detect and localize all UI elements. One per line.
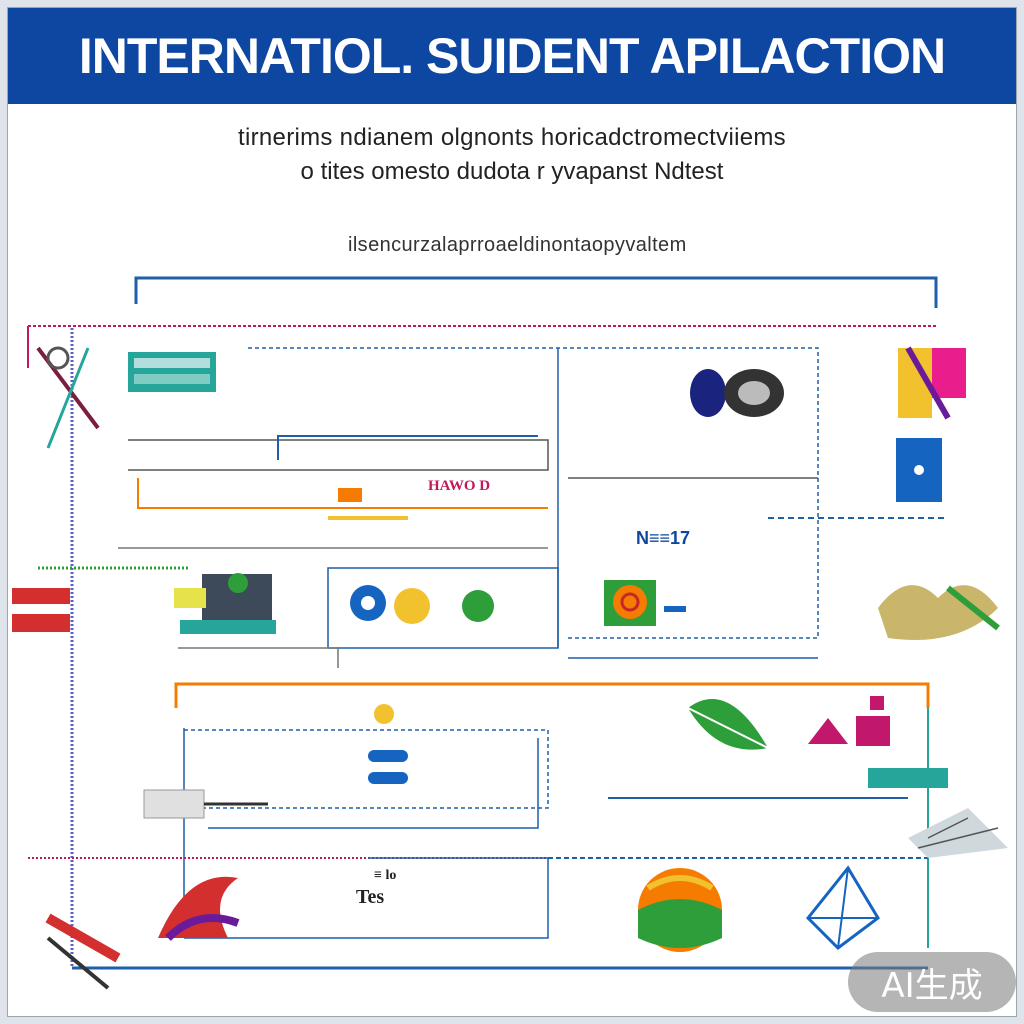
pencil-icon xyxy=(45,913,121,990)
node-label-a: HAWO D xyxy=(428,478,491,494)
globe-icon xyxy=(638,868,722,952)
square-flag-icon xyxy=(896,438,942,502)
document-icon xyxy=(128,352,216,392)
node-label-d: ≡ lo xyxy=(374,868,397,883)
inner-connector-2 xyxy=(184,857,549,939)
scissors-icon xyxy=(36,346,100,449)
flag-icon xyxy=(898,346,966,420)
lower-box-1 xyxy=(184,729,549,809)
title-bar: INTERNATIOL. SUIDENT APILACTION xyxy=(8,8,1016,104)
lower-orange-bracket xyxy=(174,682,930,708)
lock-icon xyxy=(174,573,276,634)
plant-icon xyxy=(878,585,1000,640)
connector-1 xyxy=(128,439,549,471)
red-flag-icon xyxy=(12,588,70,632)
magenta-square-icon xyxy=(856,696,890,746)
ribbon-icon xyxy=(158,876,240,941)
connector-2 xyxy=(277,435,538,460)
pen-icon xyxy=(143,789,268,819)
kite-icon xyxy=(805,865,880,950)
connector-orange xyxy=(137,478,548,509)
flow-diagram xyxy=(12,276,1008,990)
camera-icon xyxy=(690,369,784,417)
inner-connector xyxy=(208,738,539,829)
node-label-c: Tes xyxy=(356,886,385,908)
subtitle-line-1: tirnerims ndianem olgnonts horicadctrome… xyxy=(238,124,786,151)
orange-node-icon xyxy=(328,488,408,520)
spiral-icon xyxy=(604,580,686,626)
green-leaf-icon xyxy=(687,699,769,750)
top-bracket-line xyxy=(134,276,938,308)
page-title: INTERNATIOL. SUIDENT APILACTION xyxy=(78,28,946,84)
teal-bar-icon xyxy=(868,768,948,788)
node-label-b: N≡≡17 xyxy=(636,528,691,548)
triangle-icon xyxy=(808,718,848,744)
infographic-frame: INTERNATIOL. SUIDENT APILACTION tirnerim… xyxy=(8,8,1016,1016)
mid-box xyxy=(327,567,559,649)
pill-icon xyxy=(368,704,408,784)
circles-icon xyxy=(350,585,494,624)
subtitle-line-2: o tites omesto dudota r yvapanst Ndtest xyxy=(300,158,724,185)
upper-box-dashed xyxy=(248,347,819,639)
hatched-block-icon xyxy=(908,808,1008,858)
ai-generated-badge: AI生成 xyxy=(848,952,1016,1012)
subtitle-line-3: ilsencurzalaprroaeldinontaopyvaltem xyxy=(348,234,687,256)
mid-connector xyxy=(178,647,339,668)
